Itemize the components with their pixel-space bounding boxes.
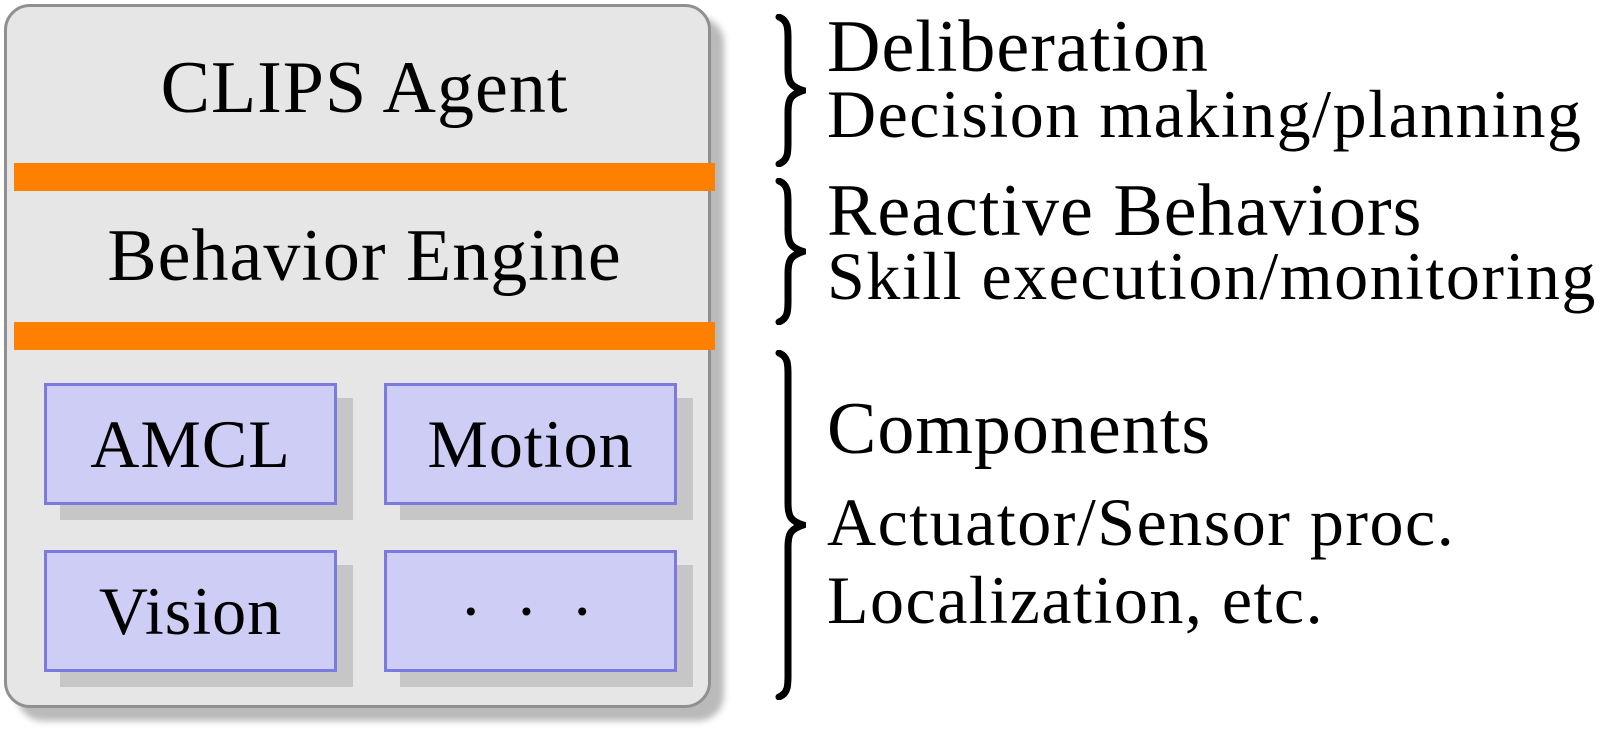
annotation-sub-decision-making: Decision making/planning [827,76,1583,152]
annotation-sub-skill-execution: Skill execution/monitoring [827,238,1597,314]
annotation-title-deliberation: Deliberation [827,6,1209,88]
component-box-motion: Motion [384,383,677,505]
annotation-title-reactive-behaviors: Reactive Behaviors [827,170,1423,252]
separator-bar-bottom [14,322,715,350]
layer-label-clips-agent: CLIPS Agent [160,47,569,129]
stack-panel: CLIPS Agent Behavior Engine AMCL Motion … [4,4,715,708]
component-box-amcl: AMCL [44,383,337,505]
annotation-sub-localization: Localization, etc. [827,562,1325,638]
annotation-sub-actuator-sensor: Actuator/Sensor proc. [827,484,1456,560]
annotation-title-components: Components [827,388,1212,470]
layer-label-behavior-engine: Behavior Engine [107,215,622,297]
component-box-ellipsis: · · · [384,550,677,672]
brace-icon [775,14,806,167]
separator-bar-top [14,163,715,191]
brace-icon [775,350,806,700]
brace-icon [775,178,806,325]
component-box-vision: Vision [44,550,337,672]
